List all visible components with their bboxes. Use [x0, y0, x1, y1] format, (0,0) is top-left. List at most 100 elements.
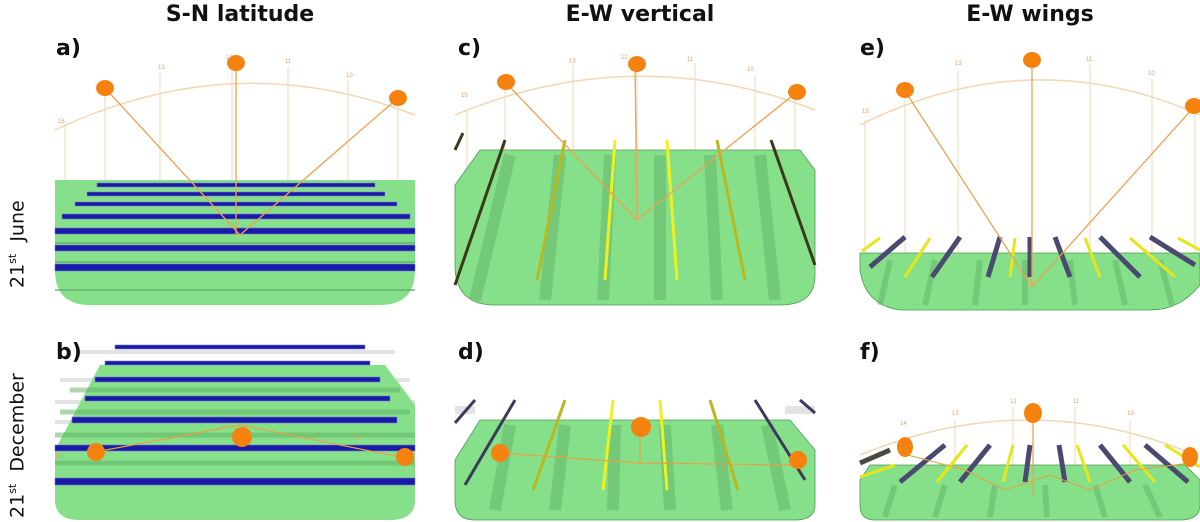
sun-icon	[497, 74, 515, 90]
panel-a-scene: 15 13 12 11 10	[54, 55, 416, 305]
row-label-december: 21st December	[0, 0, 40, 522]
pv-row	[1143, 443, 1190, 484]
sun-positions	[896, 52, 1200, 114]
panel-letter-c: c)	[458, 36, 482, 61]
ground-shadows	[882, 483, 1163, 519]
panel-letter-a: a)	[56, 36, 81, 61]
sun-path-arc	[54, 82, 416, 131]
pv-rows	[868, 234, 1197, 279]
pv-rows	[453, 398, 816, 491]
pv-wing	[1001, 444, 1015, 483]
sun-icon	[1185, 98, 1200, 114]
pv-row	[799, 398, 816, 415]
panel-letter-d: d)	[458, 340, 484, 365]
hour-label: 11	[1086, 57, 1093, 63]
panel-d-scene	[453, 398, 816, 521]
pv-row	[1052, 236, 1073, 278]
pv-row	[54, 477, 416, 486]
pv-row	[603, 139, 617, 281]
sun-path	[94, 424, 406, 459]
sun-positions	[497, 56, 806, 100]
hour-label: 10	[355, 436, 362, 442]
pv-row	[868, 235, 907, 269]
pv-row	[929, 235, 963, 279]
hour-label: 15	[55, 454, 62, 460]
hour-label: 15	[862, 109, 869, 115]
pv-row	[665, 139, 679, 281]
sun-icon	[96, 80, 114, 96]
pv-row	[54, 227, 416, 235]
sun-icon	[389, 90, 407, 106]
pv-wings	[859, 443, 1200, 483]
pv-row	[535, 139, 567, 281]
sun-positions	[897, 403, 1198, 467]
ground-shadows	[489, 423, 791, 512]
column-title-ew-vertical: E-W vertical	[565, 2, 715, 27]
pv-wing	[1129, 236, 1176, 279]
hour-label: 11	[687, 57, 694, 63]
hour-label: 10	[1127, 411, 1134, 417]
pv-rows	[54, 344, 416, 486]
pv-wing	[1075, 444, 1092, 483]
sun-icon	[788, 84, 806, 100]
pv-row	[1098, 235, 1142, 279]
column-title-sn-latitude: S-N latitude	[165, 2, 315, 27]
hour-labels: 14 13 12 11 10	[900, 399, 1134, 427]
pv-row	[898, 443, 947, 484]
sun-icon	[896, 82, 914, 98]
hour-label: 12	[621, 55, 628, 61]
hour-lines	[864, 60, 1196, 255]
pv-wing	[903, 237, 932, 278]
pv-row	[708, 399, 740, 491]
panel-f-scene: 14 13 12 11 10	[859, 399, 1200, 521]
pv-row	[453, 139, 507, 286]
ground-shadows	[55, 242, 415, 291]
panel-c-scene: 15 13 12 11 10	[453, 55, 817, 306]
pv-row	[104, 360, 371, 366]
pv-row	[84, 395, 391, 402]
row-december-suffix: st	[6, 483, 19, 494]
panel-b-scene: 15 14 12 10	[54, 344, 416, 520]
hour-label: 13	[569, 59, 576, 65]
sun-icon	[227, 55, 245, 71]
sun-icon	[628, 56, 646, 72]
pv-row	[54, 263, 416, 272]
pv-row	[859, 447, 891, 466]
pv-wing	[861, 236, 881, 253]
pv-row	[601, 399, 615, 491]
panel-letter-f: f)	[860, 340, 880, 365]
hour-label: 13	[158, 65, 165, 71]
hour-label: 10	[1148, 71, 1155, 77]
hour-label: 13	[955, 61, 962, 67]
hour-label: 13	[952, 411, 959, 417]
pv-wing	[859, 463, 896, 479]
pv-row	[114, 344, 366, 350]
pv-rows	[453, 132, 817, 286]
pv-row	[958, 443, 992, 484]
sun-positions	[491, 417, 807, 469]
sun-icon	[87, 443, 105, 461]
pv-wing	[1121, 444, 1157, 483]
pv-row	[71, 416, 398, 424]
sun-icon	[631, 417, 651, 437]
sun-icon	[1024, 403, 1042, 423]
pv-wing	[1083, 237, 1102, 278]
pv-row	[1022, 444, 1033, 483]
pv-row	[769, 139, 817, 266]
pv-row	[54, 244, 416, 252]
sun-path	[899, 452, 1191, 491]
pv-row	[463, 399, 517, 486]
hour-label: 14	[150, 432, 157, 438]
sun-rays	[904, 61, 1195, 288]
sun-rays	[505, 64, 798, 221]
sun-icon	[232, 427, 252, 447]
sun-icon	[491, 444, 509, 462]
pv-row	[985, 236, 1003, 278]
pv-wing	[1177, 236, 1200, 252]
hour-label: 10	[747, 67, 754, 73]
panel-letter-e: e)	[860, 36, 885, 61]
sun-positions	[96, 55, 407, 106]
hour-lines	[954, 407, 1131, 470]
pv-wings	[861, 236, 1200, 279]
ground-shadows	[55, 387, 415, 466]
